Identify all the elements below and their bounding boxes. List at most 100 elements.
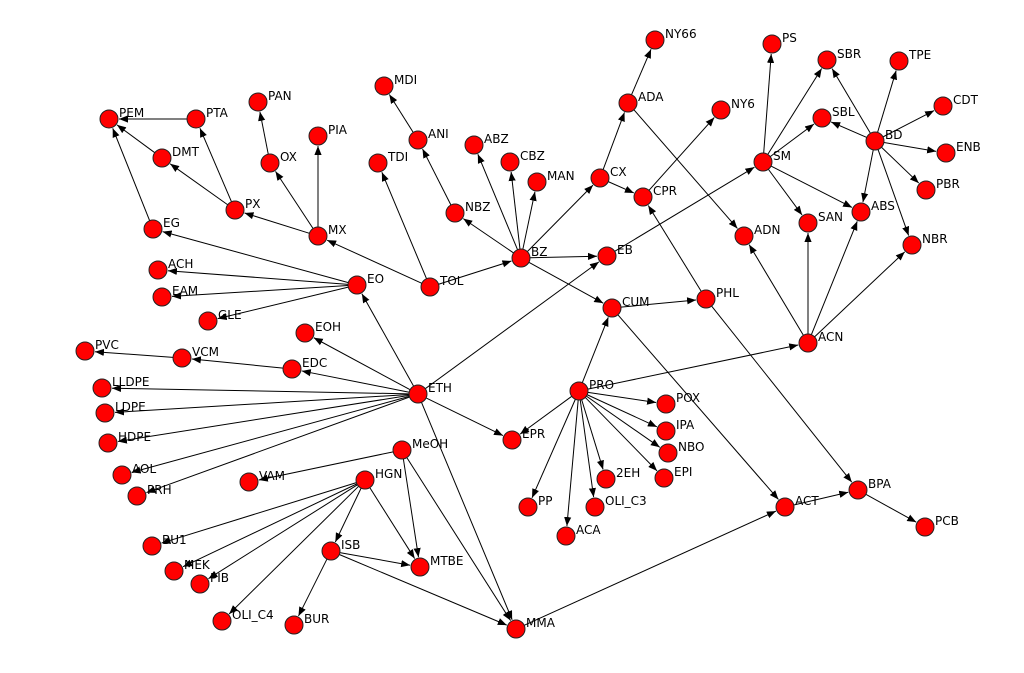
node-circle[interactable] — [308, 126, 328, 146]
node-oli-c3[interactable]: OLI_C3 — [585, 494, 647, 517]
node-circle[interactable] — [190, 574, 210, 594]
node-circle[interactable] — [99, 109, 119, 129]
node-circle[interactable] — [602, 298, 622, 318]
node-eth[interactable]: ETH — [408, 381, 452, 404]
node-circle[interactable] — [518, 497, 538, 517]
node-vcm[interactable]: VCM — [172, 345, 219, 368]
node-circle[interactable] — [75, 341, 95, 361]
node-circle[interactable] — [527, 172, 547, 192]
node-circle[interactable] — [798, 333, 818, 353]
node-circle[interactable] — [355, 470, 375, 490]
node-lldpe[interactable]: LLDPE — [92, 375, 149, 398]
node-circle[interactable] — [295, 323, 315, 343]
node-eam[interactable]: EAM — [152, 284, 198, 307]
node-hdpe[interactable]: HDPE — [98, 430, 151, 453]
node-circle[interactable] — [112, 465, 132, 485]
node-circle[interactable] — [127, 486, 147, 506]
node-aol[interactable]: AOL — [112, 462, 156, 485]
node-bz[interactable]: BZ — [511, 245, 547, 268]
node-circle[interactable] — [618, 93, 638, 113]
node-circle[interactable] — [212, 611, 232, 631]
node-eg[interactable]: EG — [143, 216, 180, 239]
node-circle[interactable] — [408, 130, 428, 150]
node-circle[interactable] — [734, 226, 754, 246]
node-pox[interactable]: POX — [656, 391, 700, 414]
node-circle[interactable] — [392, 440, 412, 460]
node-circle[interactable] — [775, 497, 795, 517]
node-epi[interactable]: EPI — [654, 465, 692, 488]
node-circle[interactable] — [368, 153, 388, 173]
node-circle[interactable] — [152, 148, 172, 168]
node-circle[interactable] — [933, 96, 953, 116]
node-mdi[interactable]: MDI — [374, 73, 417, 96]
node-circle[interactable] — [142, 536, 162, 556]
node-circle[interactable] — [645, 30, 665, 50]
node-px[interactable]: PX — [225, 197, 260, 220]
node-acn[interactable]: ACN — [798, 330, 843, 353]
node-mx[interactable]: MX — [308, 223, 347, 246]
node-circle[interactable] — [753, 152, 773, 172]
node-circle[interactable] — [865, 131, 885, 151]
node-ny6[interactable]: NY6 — [711, 97, 755, 120]
node-circle[interactable] — [420, 277, 440, 297]
node-circle[interactable] — [408, 384, 428, 404]
node-nbr[interactable]: NBR — [902, 232, 948, 255]
node-circle[interactable] — [225, 200, 245, 220]
node-circle[interactable] — [284, 615, 304, 635]
node-meoh[interactable]: MeOH — [392, 437, 448, 460]
node-circle[interactable] — [92, 378, 112, 398]
node-mma[interactable]: MMA — [506, 616, 556, 639]
node-sm[interactable]: SM — [753, 149, 791, 172]
node-ada[interactable]: ADA — [618, 90, 664, 113]
node-circle[interactable] — [152, 287, 172, 307]
node-pem[interactable]: PEM — [99, 106, 144, 129]
node-2eh[interactable]: 2EH — [596, 466, 640, 489]
node-pro[interactable]: PRO — [569, 378, 614, 401]
node-hgn[interactable]: HGN — [355, 467, 402, 490]
node-circle[interactable] — [656, 394, 676, 414]
node-san[interactable]: SAN — [798, 210, 843, 233]
node-bd[interactable]: BD — [865, 128, 902, 151]
node-circle[interactable] — [569, 381, 589, 401]
node-vam[interactable]: VAM — [239, 469, 285, 492]
node-circle[interactable] — [848, 480, 868, 500]
node-circle[interactable] — [597, 246, 617, 266]
node-circle[interactable] — [798, 213, 818, 233]
node-circle[interactable] — [464, 135, 484, 155]
node-aca[interactable]: ACA — [556, 523, 601, 546]
node-prh[interactable]: PRH — [127, 483, 172, 506]
node-ps[interactable]: PS — [762, 31, 797, 54]
node-circle[interactable] — [915, 517, 935, 537]
node-pcb[interactable]: PCB — [915, 514, 959, 537]
node-bu1[interactable]: BU1 — [142, 533, 187, 556]
node-circle[interactable] — [506, 619, 526, 639]
node-circle[interactable] — [902, 235, 922, 255]
node-circle[interactable] — [654, 468, 674, 488]
node-circle[interactable] — [148, 260, 168, 280]
node-man[interactable]: MAN — [527, 169, 575, 192]
node-circle[interactable] — [656, 421, 676, 441]
node-circle[interactable] — [511, 248, 531, 268]
node-cum[interactable]: CUM — [602, 295, 650, 318]
node-circle[interactable] — [851, 202, 871, 222]
node-circle[interactable] — [308, 226, 328, 246]
node-circle[interactable] — [762, 34, 782, 54]
node-ox[interactable]: OX — [260, 150, 297, 173]
node-pta[interactable]: PTA — [186, 106, 229, 129]
node-circle[interactable] — [658, 443, 678, 463]
node-circle[interactable] — [95, 403, 115, 423]
node-abz[interactable]: ABZ — [464, 132, 509, 155]
node-circle[interactable] — [321, 541, 341, 561]
node-circle[interactable] — [198, 311, 218, 331]
node-circle[interactable] — [889, 51, 909, 71]
node-abs[interactable]: ABS — [851, 199, 895, 222]
node-tol[interactable]: TOL — [420, 274, 464, 297]
node-circle[interactable] — [164, 561, 184, 581]
node-circle[interactable] — [143, 219, 163, 239]
node-bpa[interactable]: BPA — [848, 477, 892, 500]
node-circle[interactable] — [633, 187, 653, 207]
node-mek[interactable]: MEK — [164, 558, 211, 581]
node-circle[interactable] — [260, 153, 280, 173]
node-bur[interactable]: BUR — [284, 612, 329, 635]
node-ani[interactable]: ANI — [408, 127, 449, 150]
